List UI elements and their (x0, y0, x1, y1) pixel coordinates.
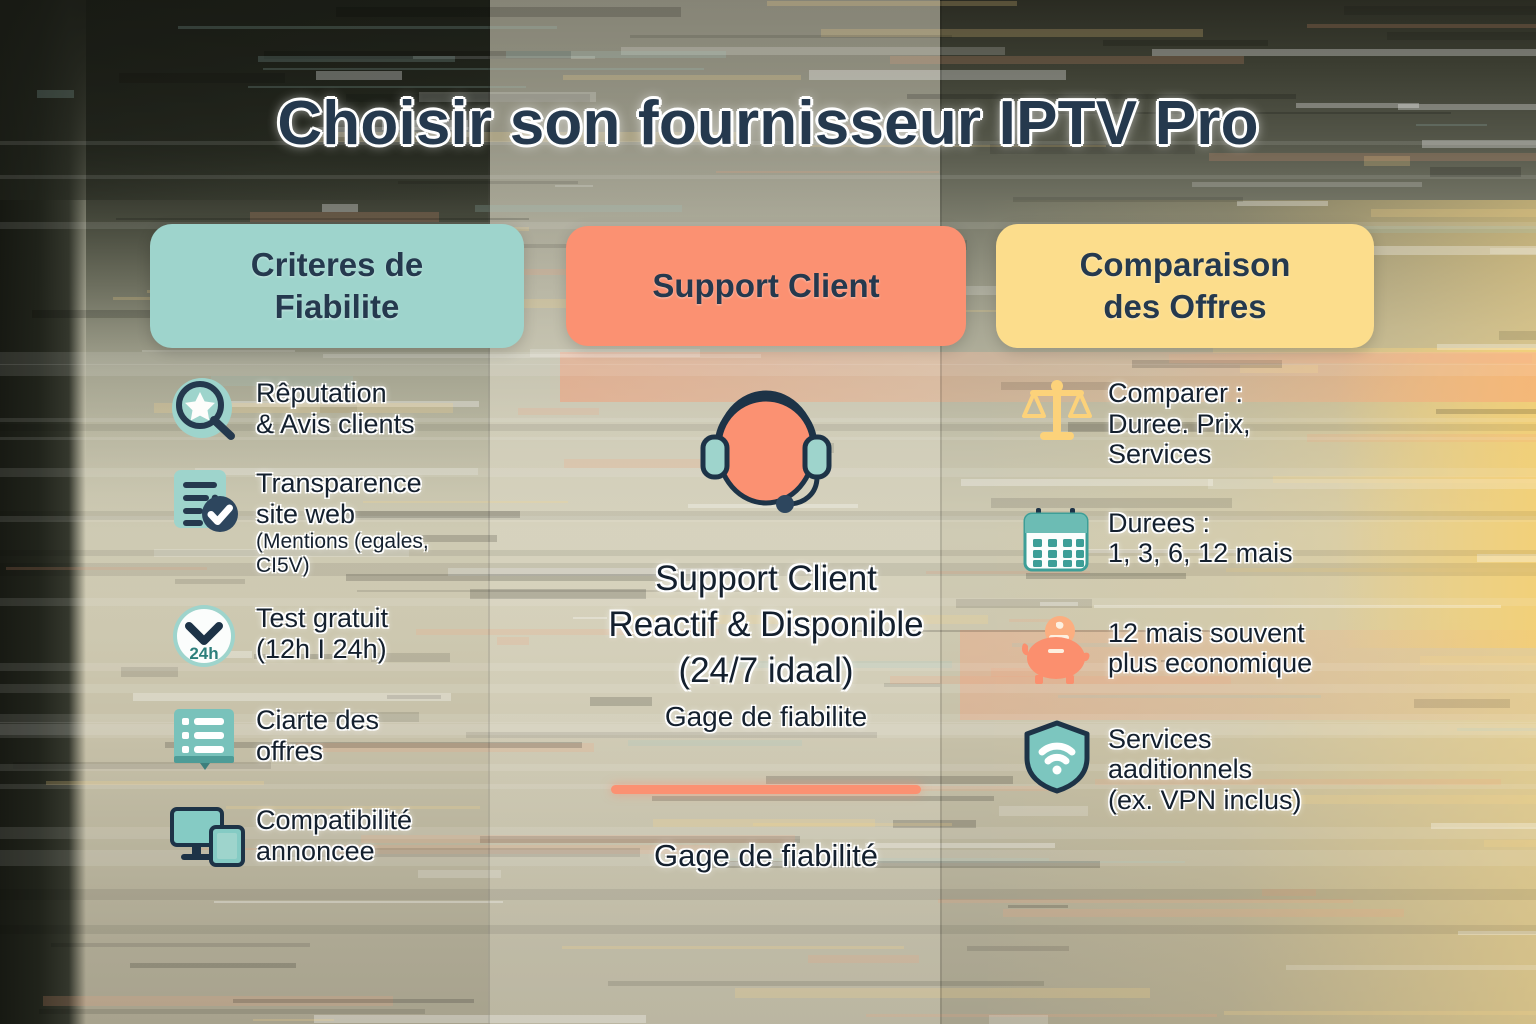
column-header-criteres: Criteres de Fiabilite (150, 224, 524, 348)
magnifier-star-icon (168, 374, 242, 448)
document-check-icon (168, 464, 242, 538)
list-item: 12 mais souvent plus economique (1020, 614, 1420, 688)
list-item: Ciarte des offres (168, 701, 508, 775)
svg-text:24h: 24h (189, 644, 218, 663)
column-comparaison-list: Comparer : Duree. Prix, Services (1020, 374, 1420, 831)
list-item-sublabel: (Mentions (egales,CI5V) (256, 530, 429, 577)
list-item-label: Comparer : Duree. Prix, Services (1108, 378, 1251, 469)
support-main-text: Support Client Reactif & Disponible (24/… (608, 559, 924, 691)
list-item-label: Services aaditionnels (ex. VPN inclus) (1108, 723, 1302, 815)
headset-icon (691, 380, 841, 530)
shield-wifi-icon (1020, 720, 1094, 794)
column-header-comparaison-label: Comparaison des Offres (1079, 245, 1291, 325)
calendar-icon (1020, 504, 1094, 578)
list-item-label: Rêputation & Avis clients (256, 378, 415, 439)
list-item: Services aaditionnels (ex. VPN inclus) (1020, 720, 1420, 816)
list-item-label: Transparence site web (Mentions (egales,… (256, 468, 429, 577)
column-header-support-label: Support Client (652, 266, 880, 304)
column-header-support: Support Client (566, 226, 966, 346)
list-item: Transparence site web (Mentions (egales,… (168, 464, 508, 577)
list-item-label: Durees : 1, 3, 6, 12 mais (1108, 507, 1293, 569)
column-header-comparaison: Comparaison des Offres (996, 224, 1374, 348)
list-card-icon (168, 701, 242, 775)
list-item-label: Compatibilité annoncee (256, 805, 413, 866)
list-item: Durees : 1, 3, 6, 12 mais (1020, 504, 1420, 578)
background-top-left-shade (0, 0, 490, 200)
piggy-bank-icon (1020, 614, 1094, 688)
devices-icon (168, 801, 245, 875)
background-center-band (488, 0, 940, 1024)
background-vertical-seam-left (488, 0, 490, 1024)
support-sub-text: Gage de fiabilite (664, 700, 868, 732)
column-criteres-list: Rêputation & Avis clients Transparence (168, 374, 508, 891)
clock-24h-icon: 24h (168, 599, 242, 673)
list-item-label: 12 mais souvent plus economique (1108, 617, 1313, 679)
list-item: Rêputation & Avis clients (168, 374, 508, 448)
section-divider (611, 784, 921, 794)
list-item: Comparer : Duree. Prix, Services (1020, 374, 1420, 470)
column-support-panel: Support Client Reactif & Disponible (24/… (566, 374, 966, 874)
list-item: Compatibilité annoncee (168, 801, 508, 875)
column-header-criteres-label: Criteres de Fiabilite (250, 245, 424, 325)
list-item-label: Test gratuit (12h I 24h) (256, 603, 389, 664)
list-item-label: Ciarte des offres (256, 705, 380, 766)
page-title: Choisir son fournisseur IPTV Pro (277, 89, 1259, 158)
scales-icon (1020, 374, 1094, 448)
list-item: 24h Test gratuit (12h I 24h) (168, 599, 508, 673)
background-vertical-seam-right (940, 0, 942, 1024)
support-footer-text: Gage de fiabilité (653, 837, 879, 873)
